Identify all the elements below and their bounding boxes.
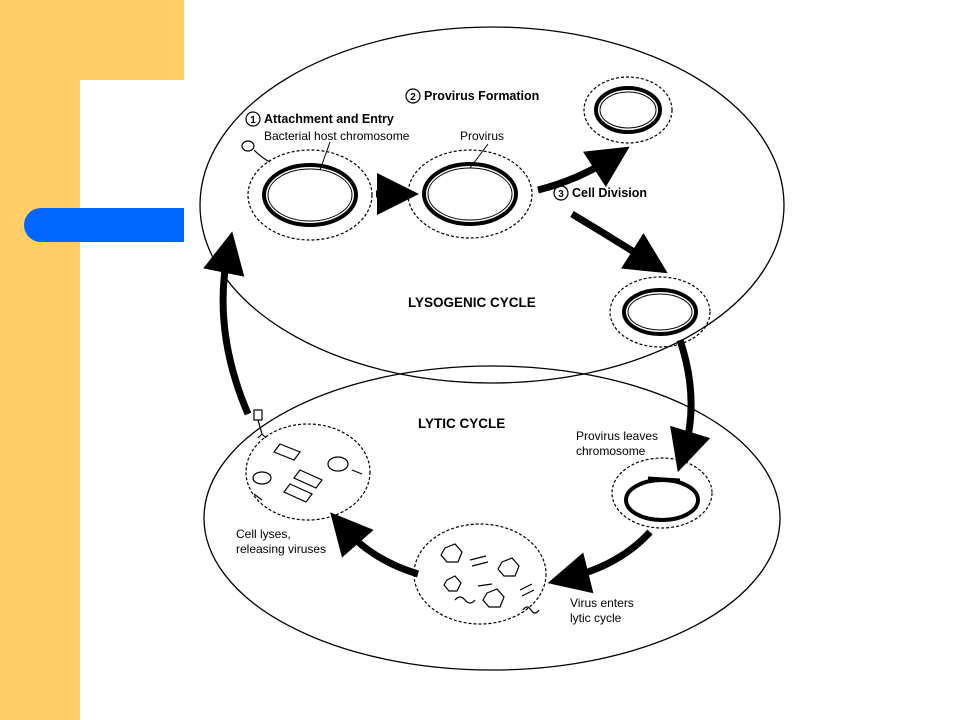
phage-released-icon	[253, 409, 267, 439]
virus-enters-label-line2: lytic cycle	[570, 611, 622, 625]
step-1-label: Attachment and Entry	[264, 112, 394, 126]
step-3-number: 3	[558, 189, 564, 200]
step-1-marker: 1	[245, 111, 261, 127]
leader-provirus	[469, 143, 489, 169]
slide-left-bar	[0, 0, 80, 720]
provirus-leaves-label-line2: chromosome	[576, 444, 646, 458]
cell-attachment	[247, 149, 373, 241]
cell-lyses-label-line1: Cell lyses,	[236, 527, 291, 541]
step-2-label: Provirus Formation	[424, 89, 539, 103]
cell-provirus-leaving	[611, 457, 713, 529]
provirus-leaves-label-line1: Provirus leaves	[576, 429, 658, 443]
arrow-daughter-to-provirus-leaving	[670, 338, 711, 473]
step-3-marker: 3	[553, 185, 569, 201]
phage-attaching-icon	[241, 140, 271, 163]
cell-daughter-2	[609, 276, 711, 348]
slide-blue-pill	[24, 208, 184, 242]
provirus-label: Provirus	[460, 129, 504, 143]
lysogenic-cycle-label: LYSOGENIC CYCLE	[408, 295, 536, 310]
cell-daughter-1	[583, 76, 673, 144]
lytic-cycle-ellipse	[203, 365, 781, 671]
slide-top-block	[80, 0, 184, 80]
arrow-provirus-to-daughter-1	[537, 146, 630, 194]
arrow-division-to-daughter-2	[570, 210, 668, 274]
cell-lyses-label-line2: releasing viruses	[236, 542, 326, 556]
lysogenic-cycle-ellipse	[199, 26, 785, 384]
step-3-label: Cell Division	[572, 186, 647, 200]
step-2-marker: 2	[405, 88, 421, 104]
lytic-cycle-label: LYTIC CYCLE	[418, 416, 505, 431]
arrow-to-virus-replicating	[547, 529, 653, 594]
arrow-lysis-to-attachment	[203, 231, 252, 416]
virus-enters-label-line1: Virus enters	[570, 596, 634, 610]
bacterial-host-chromosome-label: Bacterial host chromosome	[264, 129, 410, 143]
cell-provirus	[407, 149, 533, 239]
arrow-to-cell-lysing	[330, 512, 420, 578]
cell-lysing	[245, 423, 371, 521]
step-2-number: 2	[410, 92, 416, 103]
leader-bacterial-chromosome	[319, 141, 331, 171]
cell-virus-replicating	[413, 523, 547, 625]
step-1-number: 1	[250, 115, 256, 126]
